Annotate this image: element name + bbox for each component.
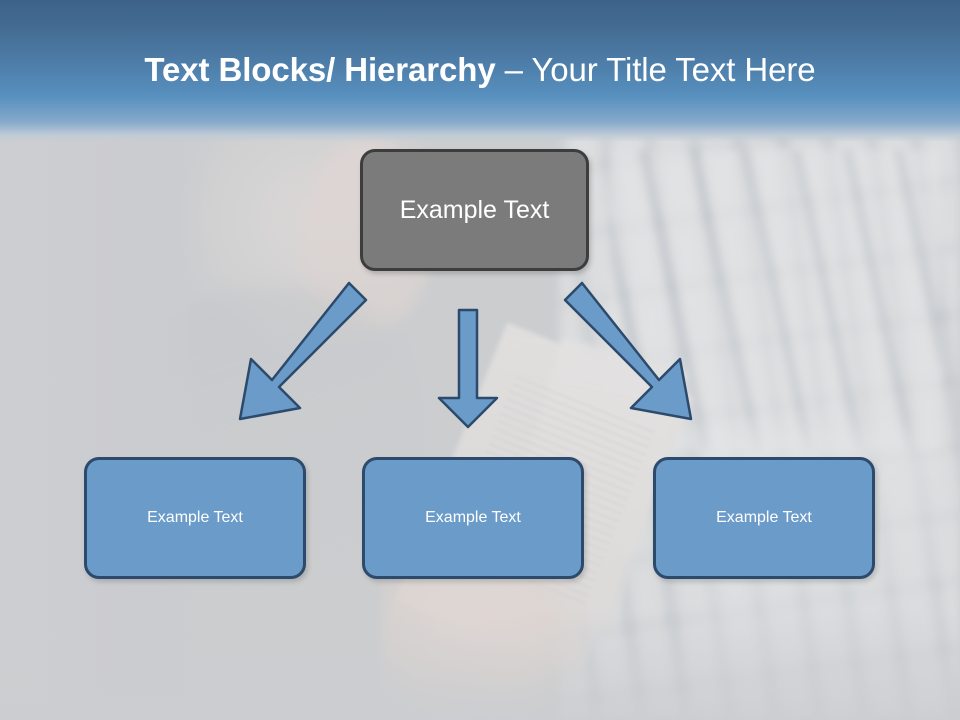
diagram-node-bottom-1-label: Example Text xyxy=(147,509,243,526)
diagram-node-bottom-2[interactable]: Example Text xyxy=(362,457,584,579)
title-banner xyxy=(0,0,960,142)
background-bottom-flat-area xyxy=(0,610,960,720)
diagram-node-bottom-2-label: Example Text xyxy=(425,509,521,526)
diagram-node-bottom-1[interactable]: Example Text xyxy=(84,457,306,579)
diagram-node-bottom-3-label: Example Text xyxy=(716,509,812,526)
diagram-node-bottom-3[interactable]: Example Text xyxy=(653,457,875,579)
page-title: Text Blocks/ Hierarchy – Your Title Text… xyxy=(0,50,960,90)
diagram-node-top[interactable]: Example Text xyxy=(360,149,589,271)
diagram-node-top-label: Example Text xyxy=(399,195,550,224)
page-title-light: – Your Title Text Here xyxy=(504,51,816,88)
page-title-bold: Text Blocks/ Hierarchy xyxy=(144,51,505,88)
